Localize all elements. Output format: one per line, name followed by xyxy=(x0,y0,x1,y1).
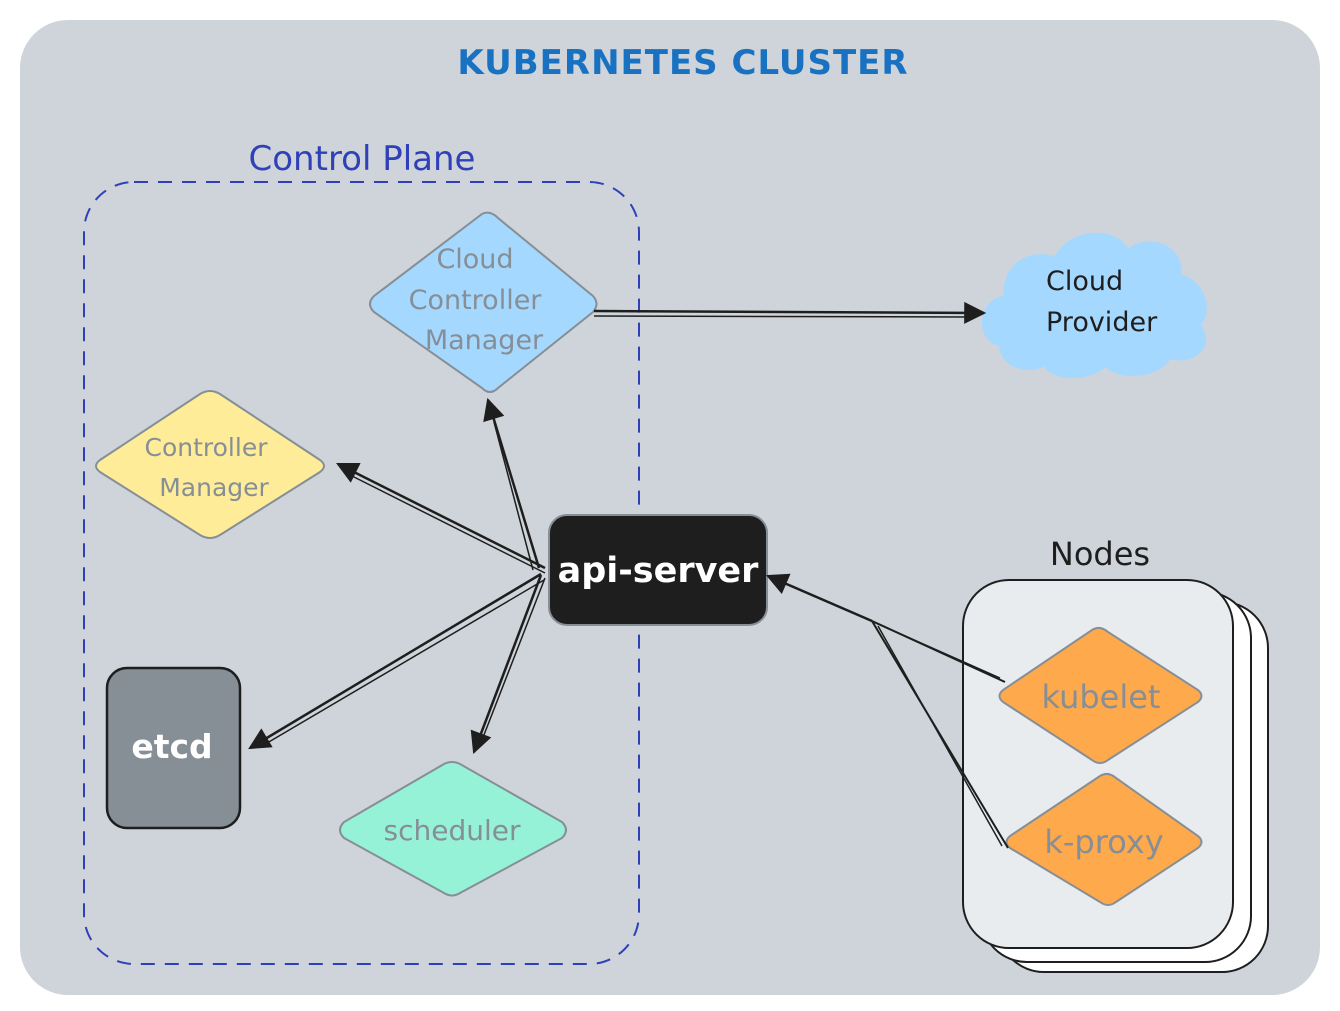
arrow-ccm-to-cloud-provider xyxy=(593,301,987,324)
kubelet-label: kubelet xyxy=(1042,678,1161,716)
k-proxy-shape xyxy=(1005,772,1203,906)
cloud-provider-node: Cloud Provider xyxy=(982,232,1207,379)
controller-manager-label-line2: Manager xyxy=(159,473,269,502)
arrow-kubelet-to-api-server xyxy=(765,573,1006,683)
cloud-provider-label-line2: Provider xyxy=(1046,307,1158,338)
cluster-title: KUBERNETES CLUSTER xyxy=(457,43,908,83)
cloud-provider-shape xyxy=(982,232,1207,379)
kubelet-shape xyxy=(998,626,1203,764)
api-server-label: api-server xyxy=(558,551,760,591)
nodes-group: Nodes kubelet k-proxy xyxy=(962,535,1269,973)
arrow-k-proxy-to-api-server xyxy=(871,620,1009,849)
controller-manager-shape xyxy=(95,390,325,539)
cloud-provider-label-line1: Cloud xyxy=(1046,266,1123,297)
scheduler-label: scheduler xyxy=(384,814,521,847)
k-proxy-label: k-proxy xyxy=(1044,823,1163,861)
controller-manager-label-line1: Controller xyxy=(145,433,269,462)
etcd-shape xyxy=(105,666,242,830)
arrow-api-to-controller-manager xyxy=(336,462,546,574)
scheduler-node: scheduler xyxy=(339,761,567,897)
cloud-controller-manager-node: Cloud Controller Manager xyxy=(369,211,598,393)
arrow-api-to-etcd xyxy=(248,572,545,750)
cloud-controller-manager-shape xyxy=(369,211,598,393)
api-server-node: api-server xyxy=(548,514,768,626)
arrow-api-to-scheduler xyxy=(470,574,546,755)
etcd-label: etcd xyxy=(131,727,212,766)
control-plane-title: Control Plane xyxy=(249,139,476,179)
cloud-controller-manager-label-line2: Controller xyxy=(409,285,543,316)
api-server-shape xyxy=(548,514,768,626)
scheduler-shape xyxy=(339,761,567,897)
nodes-title: Nodes xyxy=(1050,535,1150,573)
arrow-api-to-cloud-controller-manager xyxy=(483,397,541,571)
controller-manager-node: Controller Manager xyxy=(95,390,325,539)
etcd-node: etcd xyxy=(105,666,242,830)
cloud-controller-manager-label-line1: Cloud xyxy=(436,244,513,275)
cloud-controller-manager-label-line3: Manager xyxy=(425,325,544,356)
